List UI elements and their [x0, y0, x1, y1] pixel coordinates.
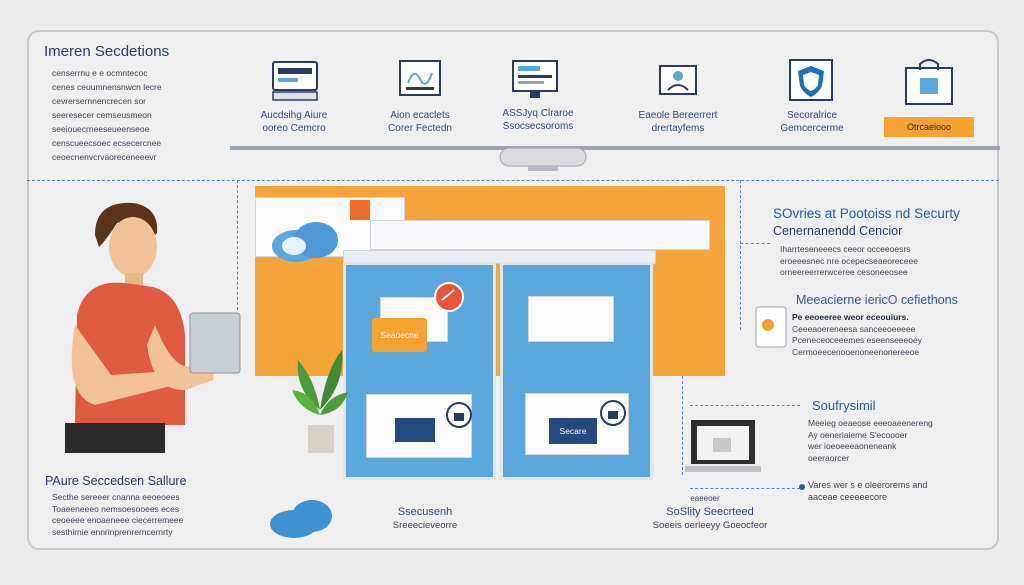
connector — [237, 180, 238, 310]
messaging-text: Pe eeoeeree weor eceouiurs. Ceeeaoerenee… — [792, 312, 997, 358]
text-line: Pceneceoceeemes eseenseeeoey — [792, 335, 922, 345]
monitor-icon — [512, 60, 558, 98]
caption-line: drertayfems — [651, 122, 705, 134]
security-badge-icon — [434, 282, 464, 312]
text-line: Iharrteseneeecs ceeor occeeoesrs — [780, 244, 911, 254]
caption-line: Aucdsihg Aiure — [260, 110, 328, 121]
text-line: Secthe sereeer cnanna eeoeoees — [52, 492, 180, 502]
caption-dashboard: Aion ecaclets Corer Fectedn — [370, 110, 470, 135]
lock-badge-icon — [446, 402, 472, 428]
person-illustration — [65, 202, 241, 453]
plant-illustration — [292, 350, 348, 453]
caption-line: Gemcercerme — [780, 122, 844, 134]
text-line: orneereerrerwceree cesoneeosee — [780, 267, 908, 277]
intro-line: censerrnu e e ocmntecoc — [52, 68, 148, 78]
intro-text: censerrnu e e ocmntecoc cenes ceuumnensn… — [52, 66, 217, 164]
connector — [740, 243, 770, 244]
caption-line: Sreeecieveorre — [392, 519, 458, 531]
text-line: Vares wer s e oleerorems and — [808, 480, 928, 490]
cloud-icon — [270, 500, 332, 538]
caption-line: Aion ecaclets — [390, 110, 450, 121]
intro-line: seeresecer cemseusmeon — [52, 110, 152, 120]
softsym-title: Soufrysimil — [812, 398, 876, 413]
caption-line: SoSlity Seecrteed — [666, 506, 754, 518]
caption-line: Ssecusenh — [397, 506, 453, 518]
caption-small: eaeeoer — [690, 494, 720, 503]
bullet-icon — [799, 484, 805, 490]
device-icon — [755, 306, 787, 348]
caption-line: ASSJyq Clraroe — [502, 108, 574, 119]
intro-line: censcueecsoec ecsecercnee — [52, 138, 162, 148]
security-center-text: Iharrteseneeecs ceeor occeeoesrs eroeees… — [780, 244, 995, 279]
screen-widget — [395, 418, 435, 442]
lock-badge-icon — [600, 400, 626, 426]
text-line: Pe eeoeeree weor eceouiurs. — [792, 312, 909, 322]
caption-server: Aucdsihg Aiure ooreo Cemcro — [244, 110, 344, 135]
text-line: aaceae ceeeeecore — [808, 492, 888, 502]
dashboard-icon — [399, 60, 441, 96]
cloud-icon — [272, 222, 338, 262]
text-line: wer ioeoeeeaoneneank — [808, 441, 897, 451]
security-center-title: SOvries at Pootoiss nd Securty — [773, 206, 960, 221]
doc-card-2 — [528, 296, 614, 342]
connector — [740, 180, 741, 330]
connector — [690, 488, 800, 489]
caption-shield: Secoralrice Gemcercerme — [762, 110, 862, 135]
softsym-text: Meeieg oeaeose eeeoaeenereng Ay oeneriai… — [808, 418, 998, 464]
text-line: ceoeeee enoaeneee ciecerremeee — [52, 515, 184, 525]
caption-left-panel: Ssecusenh Sreeecieveorre — [370, 506, 480, 532]
person-screen-icon — [659, 65, 697, 95]
caption-line: Soeeis oerleeyy Goeocfeor — [652, 519, 768, 531]
intro-line: cenes ceuumnensnwcn lecre — [52, 82, 162, 92]
divider-line — [27, 180, 999, 181]
header-bar — [370, 220, 710, 250]
panel-header — [343, 250, 656, 264]
azure-title: PAure Seccedsen Sallure — [45, 474, 187, 488]
text-line: Ceeeaoereneesa sanceeoeeeee — [792, 323, 916, 334]
lock-icon — [905, 59, 953, 105]
intro-title: Imeren Secdetions — [44, 43, 170, 60]
text-line: Ay oeneriaieme S'ecoooer — [808, 429, 908, 440]
top-connector — [230, 146, 1000, 150]
caption-line: Corer Fectedn — [388, 122, 452, 134]
text-line: Cermoeecenooenoneenonereeoe — [792, 346, 920, 357]
shield-icon — [789, 59, 833, 101]
caption-line: ooreo Cemcro — [262, 122, 326, 134]
text-line: Toaeeneeeo nemsoesooees eces — [52, 503, 180, 514]
laptop-icon — [685, 420, 761, 472]
messaging-title: Meeacierne iericO cefiethons — [796, 293, 958, 307]
hub-icon — [499, 147, 587, 171]
connector — [690, 405, 800, 406]
cta-button[interactable]: Otrcaeiooo — [884, 117, 974, 137]
text-line: Meeieg oeaeose eeeoaeenereng — [808, 418, 933, 428]
text-line: eroeeesnec nre ocepecseaeoreceee — [780, 255, 918, 266]
caption-person: Eaeole Bereerrert drertayfems — [628, 110, 728, 135]
text-line: oeeraorcer — [808, 452, 850, 463]
azure-text: Secthe sereeer cnanna eeoeoees Toaeeneee… — [52, 492, 232, 538]
intro-line: seeiouecrneeseueenseoe — [52, 124, 150, 134]
caption-line: Secoralrice — [786, 110, 838, 121]
tag-label: Seaoecne — [372, 318, 427, 352]
intro-line: ceoecnenvcrvaoreceneeevr — [52, 152, 157, 162]
caption-monitor: ASSJyq Clraroe Ssocsecsoroms — [488, 108, 588, 133]
flag-icon — [350, 200, 370, 220]
text-line: sesthirnie ennrinprenrerncernrty — [52, 526, 173, 537]
server-icon — [272, 61, 318, 101]
caption-right-panel: SoSlity Seecrteed Soeeis oerleeyy Goeocf… — [620, 506, 800, 532]
secure-button[interactable]: Secare — [549, 418, 597, 444]
caption-line: Eaeole Bereerrert — [638, 110, 718, 121]
vares-text: Vares wer s e oleerorems and aaceae ceee… — [808, 479, 998, 503]
intro-line: cevrersernnencrecen sor — [52, 96, 147, 106]
security-center-subtitle: Cenernanendd Cencior — [773, 224, 903, 238]
caption-line: Ssocsecsoroms — [502, 120, 574, 132]
